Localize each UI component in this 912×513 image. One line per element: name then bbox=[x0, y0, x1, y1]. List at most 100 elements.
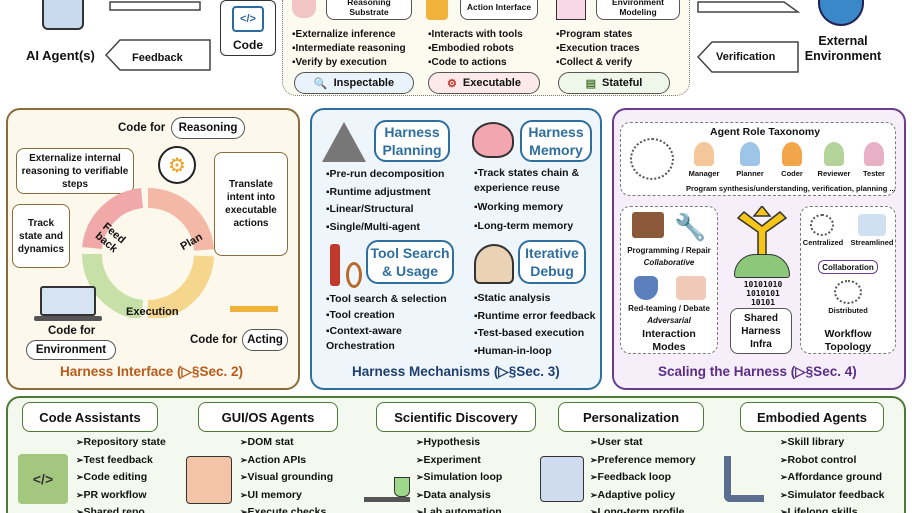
brain-gear-icon: ⚙ bbox=[158, 146, 196, 184]
scaling-footer: Scaling the Harness (▷§Sec. 4) bbox=[658, 364, 857, 379]
role-coder: Coder bbox=[781, 169, 803, 178]
reasoning-brain-icon bbox=[292, 0, 316, 18]
list-item: Runtime adjustment bbox=[326, 184, 444, 202]
topo-centralized: Centralized bbox=[802, 238, 844, 247]
wrench-icon: 🔧 bbox=[674, 212, 707, 242]
topo-distributed: Distributed bbox=[828, 306, 868, 315]
globe-icon bbox=[818, 0, 864, 26]
code-for-acting-prefix: Code for bbox=[190, 334, 238, 346]
debug-list: Static analysis Runtime error feedback T… bbox=[474, 290, 596, 361]
list-item: User stat bbox=[590, 434, 696, 452]
list-item: Affordance ground bbox=[780, 469, 884, 487]
laptop-tools-icon bbox=[632, 212, 664, 238]
globe-base-icon bbox=[734, 254, 790, 278]
list-item: Execute checks bbox=[240, 504, 333, 513]
modes-redteaming: Red-teaming / Debate bbox=[628, 304, 710, 313]
arrows-svg bbox=[736, 204, 788, 263]
list-item: Skill library bbox=[780, 434, 884, 452]
taxonomy-title: Agent Role Taxonomy bbox=[710, 126, 821, 138]
mountain-flag-icon bbox=[322, 122, 366, 162]
harness-interface-footer: Harness Interface (▷§Sec. 2) bbox=[60, 364, 243, 379]
crossroad-arrows-icon bbox=[730, 204, 794, 263]
list-item: DOM stat bbox=[240, 434, 333, 452]
list-item: Human-in-loop bbox=[474, 343, 595, 361]
list-item: Runtime error feedback bbox=[474, 308, 596, 326]
bubble-externalize: Externalize internal reasoning to verifi… bbox=[16, 148, 134, 194]
code-assistants-heading: Code Assistants bbox=[22, 402, 158, 432]
list-item: UI memory bbox=[240, 487, 333, 505]
external-environment-label: External Environment bbox=[804, 34, 882, 63]
gear-icon: ⚙ bbox=[447, 77, 457, 90]
tester-icon bbox=[864, 142, 884, 166]
environment-modeling-pill: Environment Modeling bbox=[596, 0, 680, 20]
list-item: Interacts with tools bbox=[428, 28, 523, 42]
scientific-discovery-list: Hypothesis Experiment Simulation loop Da… bbox=[416, 434, 503, 513]
list-item: Hypothesis bbox=[416, 434, 502, 452]
list-item: Pre-run decomposition bbox=[326, 166, 445, 184]
list-item: Working memory bbox=[474, 200, 594, 215]
flask-icon bbox=[394, 477, 410, 497]
list-item: Static analysis bbox=[474, 290, 595, 308]
reasoning-substrate-pill: Reasoning Substrate bbox=[326, 0, 412, 20]
reasoning-list: Externalize inference Intermediate reaso… bbox=[292, 28, 406, 70]
environment-list: Program states Execution traces Collect … bbox=[556, 28, 640, 70]
role-manager: Manager bbox=[688, 169, 720, 178]
tools-list: Tool search & selection Tool creation Co… bbox=[326, 292, 447, 354]
gui-os-agents-list: DOM stat Action APIs Visual grounding UI… bbox=[240, 434, 334, 513]
agent-loop-cycle bbox=[81, 188, 214, 318]
list-item: Intermediate reasoning bbox=[292, 42, 406, 56]
list-item: Experiment bbox=[416, 452, 502, 470]
gui-os-agents-heading: GUI/OS Agents bbox=[198, 402, 338, 432]
code-icon: </> bbox=[232, 6, 264, 32]
tools-icon bbox=[330, 244, 340, 286]
robot-arm-icon bbox=[426, 0, 448, 20]
modes-adversarial: Adversarial bbox=[647, 316, 691, 325]
action-list: Interacts with tools Embodied robots Cod… bbox=[428, 28, 523, 70]
list-item: Linear/Structural bbox=[326, 201, 444, 219]
embodied-agents-heading: Embodied Agents bbox=[740, 402, 884, 432]
list-item: Repository state bbox=[76, 434, 166, 452]
robot-arm-icon-large bbox=[724, 456, 764, 502]
top-arrows-left bbox=[104, 1, 211, 71]
list-item: Track states chain & experience reuse bbox=[474, 166, 594, 196]
role-planner: Planner bbox=[736, 169, 764, 178]
ai-agent-icon bbox=[42, 0, 84, 30]
code-cube-icon: </> bbox=[18, 454, 68, 504]
ai-agent-label: AI Agent(s) bbox=[26, 48, 95, 63]
list-item: Long-term profile bbox=[590, 504, 696, 513]
list-item: Collect & verify bbox=[556, 56, 640, 70]
memory-list: Track states chain & experience reuse Wo… bbox=[474, 166, 594, 234]
browser-window-icon bbox=[186, 456, 232, 504]
feedback-label: Feedback bbox=[132, 52, 183, 64]
shield-person-icon bbox=[634, 276, 658, 300]
infra-binary: 10101010 1010101 10101 bbox=[743, 280, 783, 307]
list-item: Shared repo bbox=[76, 504, 166, 513]
list-item: Long-term memory bbox=[474, 219, 594, 234]
modes-programming: Programming / Repair bbox=[627, 246, 711, 255]
network-people-icon bbox=[630, 138, 674, 180]
list-item: PR workflow bbox=[76, 487, 166, 505]
executable-badge: ⚙Executable bbox=[428, 72, 540, 94]
taxonomy-caption: Program synthesis/understanding, verific… bbox=[686, 184, 896, 193]
action-interface-pill: Action Interface bbox=[460, 0, 538, 20]
list-item: Externalize inference bbox=[292, 28, 406, 42]
brain-chip-icon bbox=[472, 122, 514, 158]
developer-icon bbox=[474, 244, 514, 284]
embodied-agents-list: Skill library Robot control Affordance g… bbox=[780, 434, 885, 513]
robot-arm-box-icon bbox=[230, 268, 278, 312]
topo-streamlined: Streamlined bbox=[850, 238, 894, 247]
personalization-heading: Personalization bbox=[558, 402, 704, 432]
database-icon: ▤ bbox=[585, 77, 597, 90]
list-item: Execution traces bbox=[556, 42, 640, 56]
debate-icon bbox=[676, 276, 706, 300]
list-item: Action APIs bbox=[240, 452, 333, 470]
list-item: Tool search & selection bbox=[326, 292, 447, 307]
bubble-track: Track state and dynamics bbox=[12, 204, 70, 268]
list-item: Feedback loop bbox=[590, 469, 696, 487]
collaboration-pill: Collaboration bbox=[818, 260, 878, 274]
code-for-environment-prefix: Code for bbox=[48, 325, 96, 337]
planner-icon bbox=[740, 142, 760, 166]
list-item: Context-aware Orchestration bbox=[326, 324, 436, 354]
code-label: Code bbox=[233, 38, 263, 52]
rope-icon bbox=[346, 262, 362, 288]
